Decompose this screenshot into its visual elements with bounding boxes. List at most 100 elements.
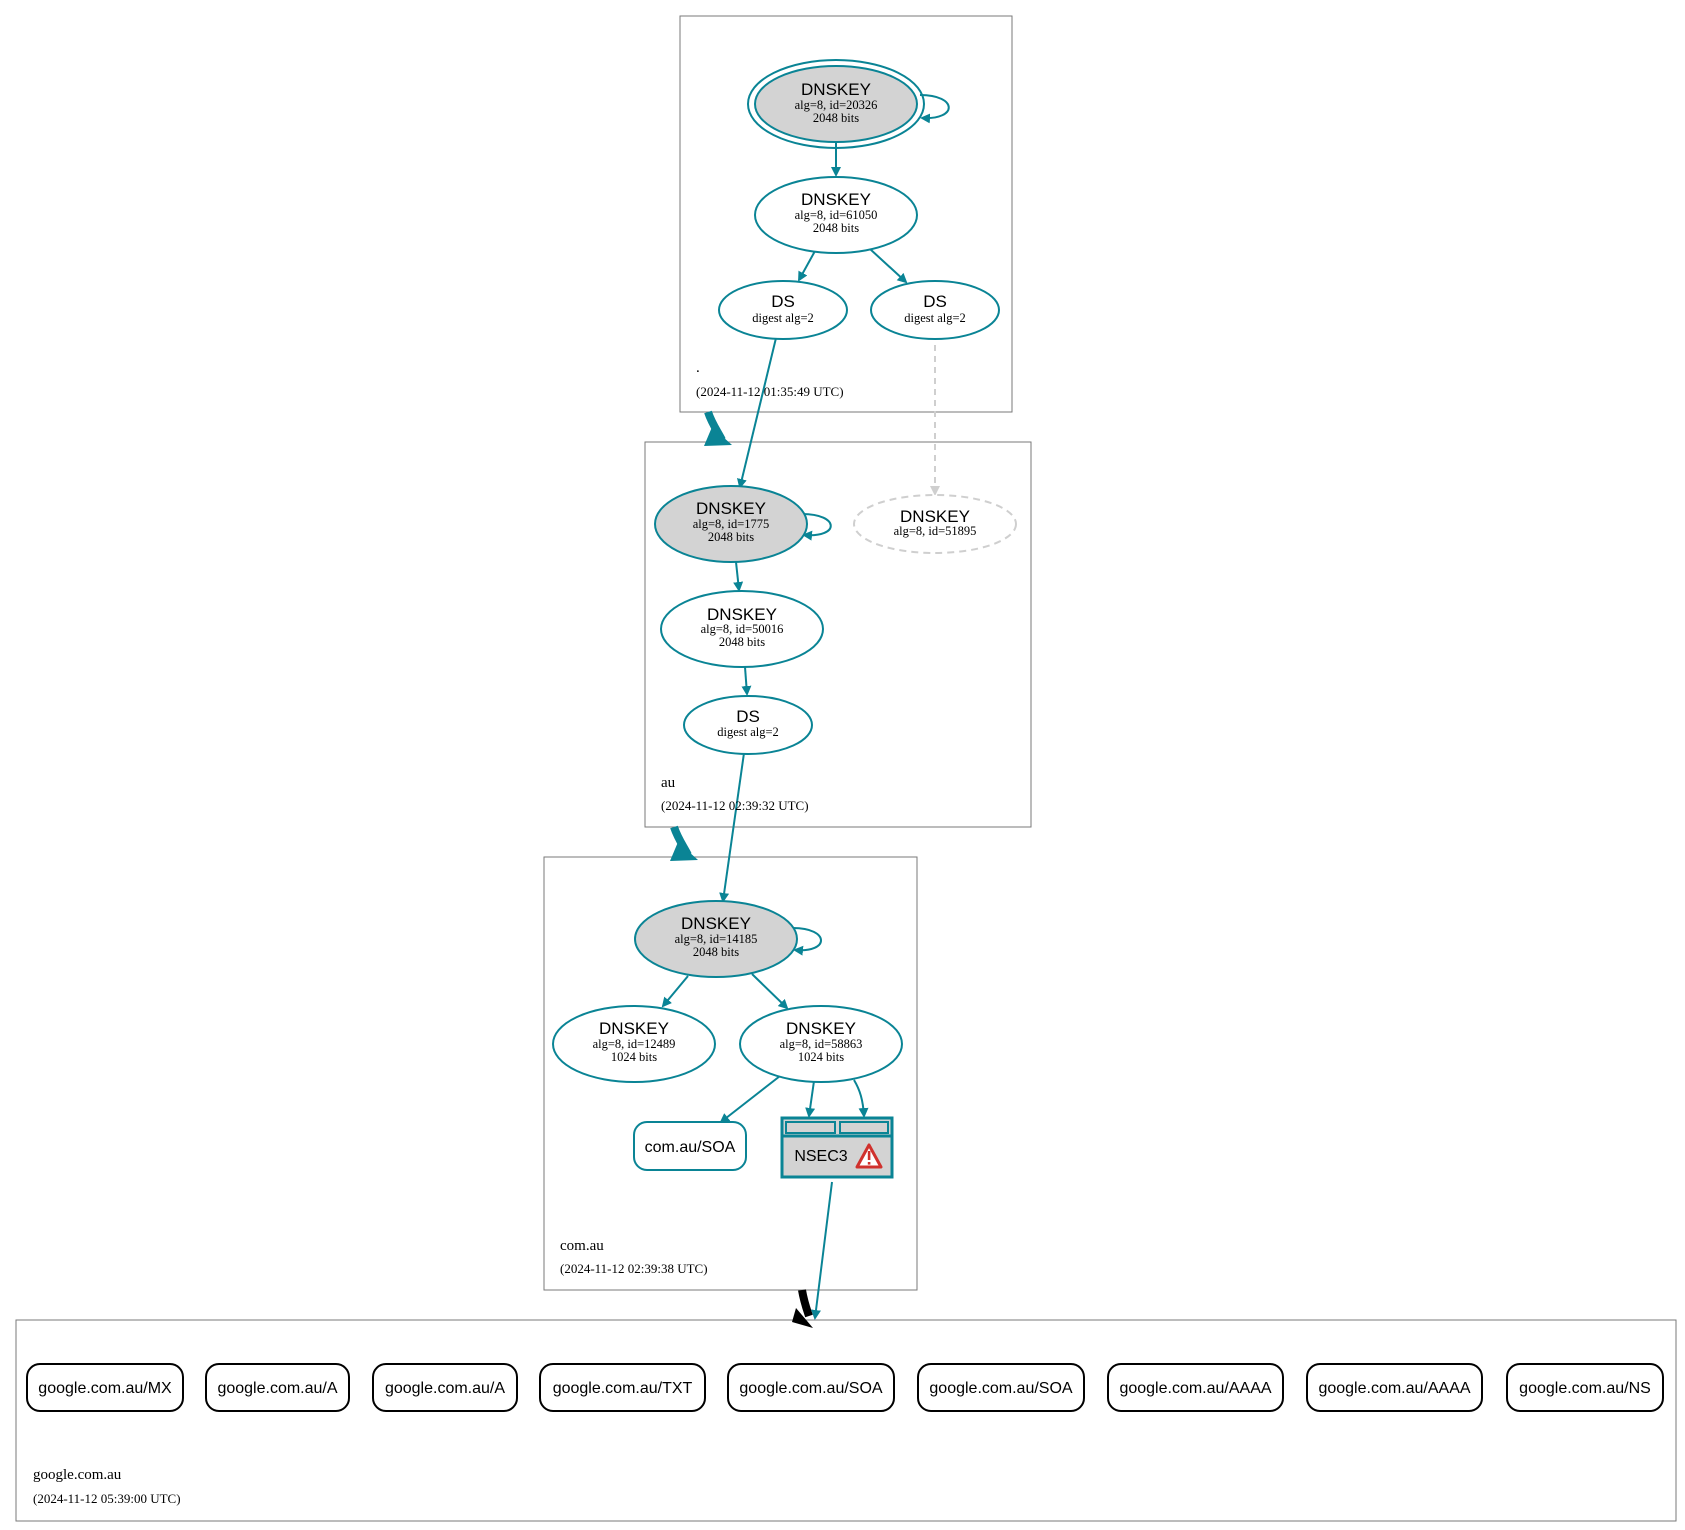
- record-node-shape: [917, 1363, 1085, 1412]
- node-comau-zsk-a-shape: [552, 1005, 716, 1083]
- node-detail: 1024 bits: [798, 1050, 844, 1064]
- node-root-ds-a-shape: [718, 280, 848, 340]
- node-au-ksk[interactable]: DNSKEY alg=8, id=1775 2048 bits: [654, 485, 808, 563]
- edge-nsec3-to-google: [811, 1181, 833, 1320]
- zone-timestamp-google: (2024-11-12 05:39:00 UTC): [33, 1491, 181, 1506]
- node-detail: alg=8, id=14185: [675, 932, 758, 946]
- record-label: google.com.au/TXT: [553, 1380, 693, 1397]
- node-detail: digest alg=2: [752, 311, 814, 325]
- node-detail: digest alg=2: [904, 311, 966, 325]
- delegation-arrow-head: [704, 427, 732, 446]
- warning-icon: [855, 1143, 883, 1169]
- node-au-ds[interactable]: DS digest alg=2: [683, 695, 813, 755]
- record-node-shape: [1306, 1363, 1483, 1412]
- rr-label: NSEC3: [794, 1148, 847, 1165]
- node-title: DS: [923, 292, 947, 311]
- node-detail: alg=8, id=61050: [795, 208, 878, 222]
- node-detail: 2048 bits: [719, 635, 765, 649]
- node-root-ds-b-shape: [870, 280, 1000, 340]
- zone-name-comau: com.au: [560, 1238, 604, 1254]
- edge-comau-zsk-b-nsec3-b: [853, 1079, 869, 1118]
- zone-name-root: .: [696, 360, 700, 376]
- record-node[interactable]: google.com.au/A: [372, 1363, 518, 1412]
- node-root-zsk[interactable]: DNSKEY alg=8, id=61050 2048 bits: [754, 176, 918, 254]
- delegation-arrow-head: [792, 1308, 813, 1328]
- node-detail: alg=8, id=50016: [701, 622, 784, 636]
- self-sign-comau-ksk: [792, 927, 822, 956]
- node-comau-soa-shape: [633, 1121, 747, 1171]
- record-label: google.com.au/SOA: [929, 1380, 1073, 1397]
- record-label: google.com.au/A: [217, 1380, 337, 1397]
- node-au-zsk-shape: [660, 590, 824, 668]
- node-comau-ksk-shape: [634, 900, 798, 978]
- node-detail: 2048 bits: [708, 530, 754, 544]
- record-node[interactable]: google.com.au/AAAA: [1107, 1363, 1284, 1412]
- edge-au-ksk-zsk: [733, 561, 744, 592]
- record-node[interactable]: google.com.au/TXT: [539, 1363, 706, 1412]
- edge-comau-ksk-zsk-b: [751, 973, 789, 1010]
- node-au-ghost-shape: [853, 494, 1017, 554]
- record-label: google.com.au/MX: [38, 1380, 172, 1397]
- record-node-shape: [26, 1363, 184, 1412]
- node-detail: 2048 bits: [813, 111, 859, 125]
- edge-au-ds-to-comau-ksk: [719, 752, 745, 903]
- node-root-ksk-shape: [754, 65, 918, 143]
- zone-timestamp-comau: (2024-11-12 02:39:38 UTC): [560, 1261, 708, 1276]
- node-comau-zsk-a[interactable]: DNSKEY alg=8, id=12489 1024 bits: [552, 1005, 716, 1083]
- record-node-shape: [1107, 1363, 1284, 1412]
- node-au-ghost-dnskey[interactable]: DNSKEY alg=8, id=51895: [853, 494, 1017, 554]
- node-detail: digest alg=2: [717, 725, 779, 739]
- node-root-ksk-outer-ring: [747, 59, 925, 149]
- record-node[interactable]: google.com.au/A: [205, 1363, 350, 1412]
- node-comau-zsk-b[interactable]: DNSKEY alg=8, id=58863 1024 bits: [739, 1005, 903, 1083]
- node-nsec3-cell: [839, 1121, 889, 1134]
- edge-root-zsk-ds-b: [869, 248, 908, 284]
- edge-comau-ksk-zsk-a: [661, 975, 689, 1008]
- node-root-ksk[interactable]: DNSKEY alg=8, id=20326 2048 bits: [747, 59, 925, 149]
- rr-label: com.au/SOA: [645, 1139, 736, 1156]
- record-node-shape: [205, 1363, 350, 1412]
- record-label: google.com.au/SOA: [739, 1380, 883, 1397]
- node-title: DNSKEY: [599, 1019, 669, 1038]
- node-title: DS: [736, 707, 760, 726]
- node-title: DNSKEY: [696, 499, 766, 518]
- node-root-ds-b[interactable]: DS digest alg=2: [870, 280, 1000, 340]
- edge-comau-zsk-b-soa: [719, 1075, 781, 1124]
- node-comau-nsec3[interactable]: NSEC3: [780, 1116, 894, 1179]
- record-node-shape: [1506, 1363, 1664, 1412]
- record-node[interactable]: google.com.au/AAAA: [1306, 1363, 1483, 1412]
- record-node-shape: [727, 1363, 895, 1412]
- record-node[interactable]: google.com.au/SOA: [917, 1363, 1085, 1412]
- node-title: DNSKEY: [681, 914, 751, 933]
- node-title: DNSKEY: [900, 507, 970, 526]
- edge-root-zsk-ds-a: [798, 250, 816, 282]
- record-node[interactable]: google.com.au/SOA: [727, 1363, 895, 1412]
- record-node[interactable]: google.com.au/MX: [26, 1363, 184, 1412]
- node-detail: 1024 bits: [611, 1050, 657, 1064]
- node-detail: alg=8, id=1775: [693, 517, 770, 531]
- delegation-arrow-head: [670, 842, 698, 861]
- node-title: DS: [771, 292, 795, 311]
- edge-ds-a-to-au-ksk: [737, 337, 777, 489]
- node-root-ds-a[interactable]: DS digest alg=2: [718, 280, 848, 340]
- record-label: google.com.au/A: [385, 1380, 505, 1397]
- record-label: google.com.au/AAAA: [1119, 1380, 1271, 1397]
- node-detail: 2048 bits: [813, 221, 859, 235]
- edge-comau-zsk-b-nsec3-a: [805, 1080, 816, 1118]
- node-detail: alg=8, id=20326: [795, 98, 878, 112]
- node-detail: 2048 bits: [693, 945, 739, 959]
- record-node-shape: [372, 1363, 518, 1412]
- zone-google-com-au: [15, 1319, 1677, 1522]
- record-node[interactable]: google.com.au/NS: [1506, 1363, 1664, 1412]
- node-au-ksk-shape: [654, 485, 808, 563]
- zone-timestamp-au: (2024-11-12 02:39:32 UTC): [661, 798, 809, 813]
- zone-name-au: au: [661, 775, 676, 791]
- record-label: google.com.au/AAAA: [1318, 1380, 1470, 1397]
- node-comau-soa[interactable]: com.au/SOA: [633, 1121, 747, 1171]
- node-comau-ksk[interactable]: DNSKEY alg=8, id=14185 2048 bits: [634, 900, 798, 978]
- node-au-zsk[interactable]: DNSKEY alg=8, id=50016 2048 bits: [660, 590, 824, 668]
- node-title: DNSKEY: [801, 190, 871, 209]
- node-title: DNSKEY: [801, 80, 871, 99]
- record-node-shape: [539, 1363, 706, 1412]
